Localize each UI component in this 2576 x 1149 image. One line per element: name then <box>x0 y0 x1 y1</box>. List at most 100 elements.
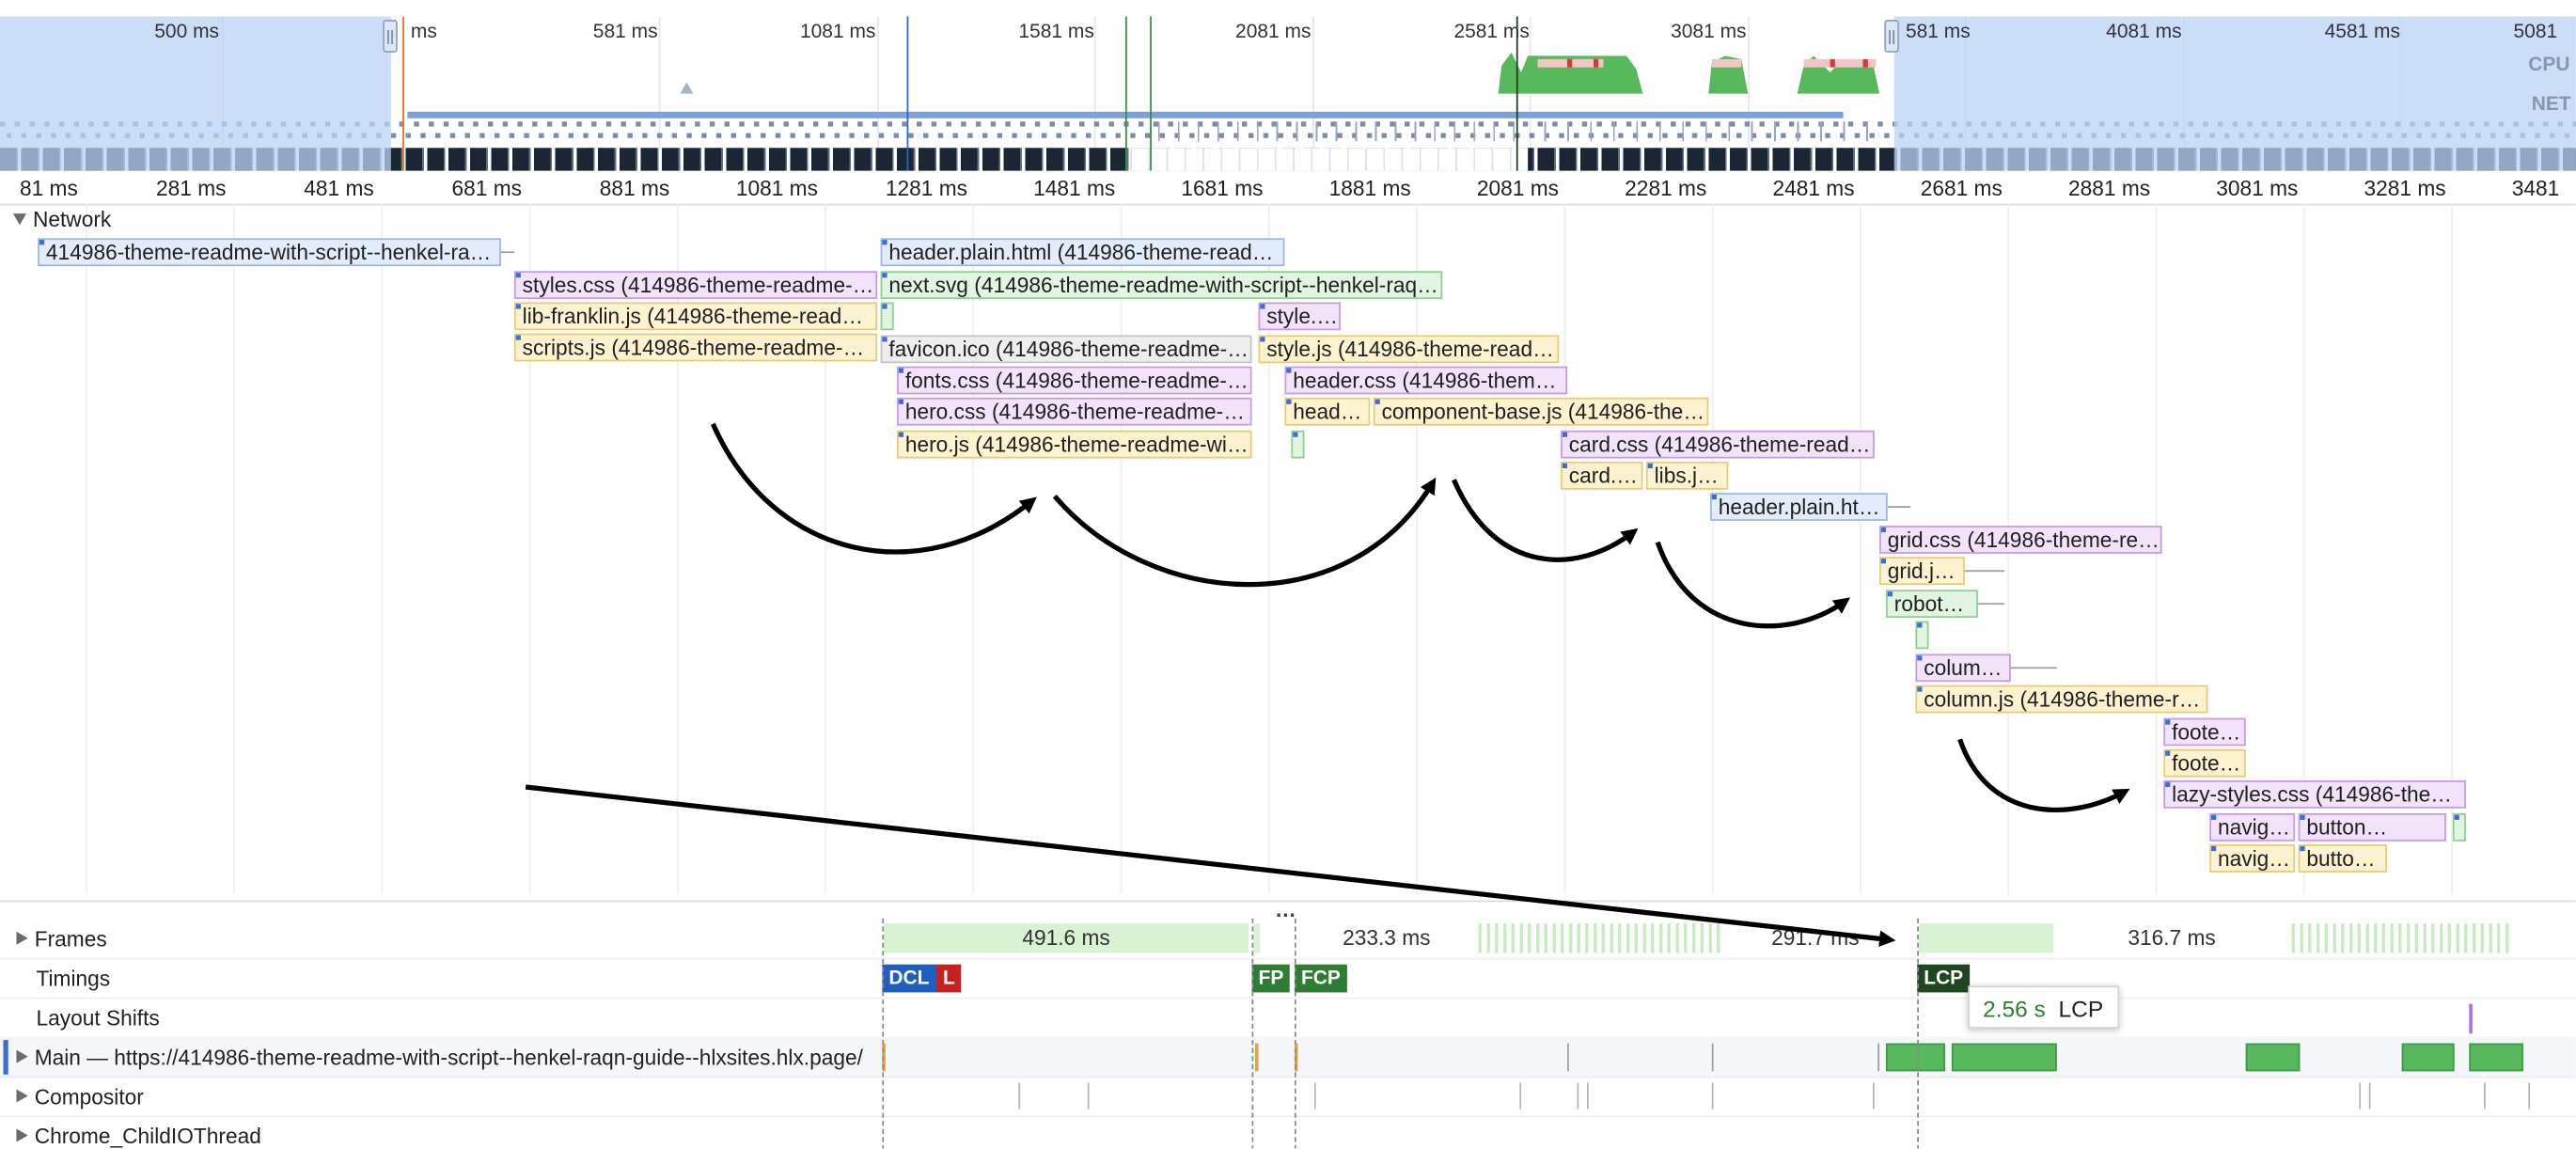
compositor-track[interactable]: Compositor <box>0 1077 2576 1118</box>
childio-track[interactable]: Chrome_ChildIOThread <box>0 1115 2576 1148</box>
frames-track-header[interactable]: Frames <box>16 927 107 952</box>
ruler-tick-label: 2481 ms <box>1772 175 1855 201</box>
lcp-tooltip-time: 2.56 s <box>1983 995 2046 1022</box>
frame-block[interactable] <box>2291 923 2514 953</box>
network-request[interactable]: grid.css (414986-theme-re… <box>1879 526 2162 554</box>
main-task[interactable] <box>1951 1043 2057 1072</box>
timeline-overview[interactable]: 500 ms ms 581 ms 1081 ms 1581 ms 2081 ms… <box>0 16 2576 171</box>
network-request[interactable]: next.svg (414986-theme-readme-with-scrip… <box>880 271 1443 300</box>
fcp-marker[interactable]: FCP <box>1294 964 1347 993</box>
main-task[interactable] <box>2401 1043 2455 1072</box>
network-request[interactable]: libs.j… <box>1645 462 1729 490</box>
compositor-tick <box>1873 1082 1875 1110</box>
timings-track[interactable]: Timings DCL L FP FCP LCP <box>0 958 2576 999</box>
network-request[interactable]: style.… <box>1258 302 1341 331</box>
childio-track-header[interactable]: Chrome_ChildIOThread <box>16 1124 261 1148</box>
network-request[interactable]: button… <box>2298 812 2446 842</box>
ruler-tick-label: 3281 ms <box>2364 175 2446 201</box>
overview-tick-label: 500 ms <box>154 19 220 43</box>
network-request[interactable]: header.css (414986-theme… <box>1284 366 1568 395</box>
expand-triangle-icon[interactable] <box>16 931 28 945</box>
main-thread-track[interactable]: Main — https://414986-theme-readme-with-… <box>0 1036 2576 1078</box>
expand-triangle-icon[interactable] <box>16 1128 28 1142</box>
network-request[interactable]: component-base.js (414986-the… <box>1373 397 1709 426</box>
lcp-tooltip-label: LCP <box>2058 995 2104 1022</box>
overview-gridline <box>1748 16 1750 171</box>
collapse-triangle-icon[interactable] <box>12 213 26 226</box>
network-request[interactable]: foote… <box>2163 717 2246 747</box>
overview-dim-left <box>0 16 391 171</box>
overview-tick-label: 1581 ms <box>1018 19 1094 43</box>
timings-track-label: Timings <box>36 966 111 991</box>
cpu-chart <box>680 52 1880 94</box>
layout-shift-marker[interactable] <box>2469 1003 2473 1034</box>
overview-marker-line <box>1516 16 1518 171</box>
overview-tick-label: 581 ms <box>1905 19 1971 43</box>
network-track-header[interactable]: Network <box>12 207 112 232</box>
network-request[interactable]: favicon.ico (414986-theme-readme-… <box>880 335 1252 364</box>
network-request[interactable]: grid.j… <box>1879 557 1965 586</box>
gridline <box>1563 203 1566 894</box>
lcp-tooltip: 2.56 s LCP <box>1968 985 2120 1029</box>
network-request[interactable]: colum… <box>1915 653 2011 683</box>
load-marker[interactable]: L <box>936 964 962 993</box>
network-request[interactable]: lib-franklin.js (414986-theme-read… <box>513 302 878 331</box>
network-request[interactable]: style.js (414986-theme-read… <box>1258 335 1560 364</box>
gridline <box>528 203 531 894</box>
network-request[interactable]: foote… <box>2163 748 2246 778</box>
fp-marker[interactable]: FP <box>1251 964 1291 993</box>
network-request[interactable]: robot… <box>1886 590 1978 619</box>
ruler-tick-label: 1281 ms <box>885 175 968 201</box>
network-request[interactable]: column.js (414986-theme-re… <box>1915 685 2208 714</box>
network-request[interactable]: card.css (414986-theme-read… <box>1561 430 1875 459</box>
range-handle-left[interactable]: || <box>383 19 398 53</box>
frame-block[interactable]: 316.7 ms <box>2128 924 2216 950</box>
main-task-tick <box>1711 1043 1714 1072</box>
main-task[interactable] <box>1886 1043 1945 1072</box>
frame-block[interactable]: 491.6 ms <box>884 923 1249 953</box>
network-request[interactable] <box>1291 430 1305 459</box>
dcl-marker[interactable]: DCL <box>882 964 936 993</box>
time-ruler[interactable]: 81 ms 281 ms 481 ms 681 ms 881 ms 1081 m… <box>0 170 2576 206</box>
layout-shifts-track[interactable]: Layout Shifts <box>0 998 2576 1039</box>
network-request[interactable] <box>880 302 894 331</box>
network-request[interactable]: navig… <box>2209 812 2296 842</box>
compositor-track-header[interactable]: Compositor <box>16 1084 144 1110</box>
network-request[interactable]: 414986-theme-readme-with-script--henkel-… <box>38 238 501 267</box>
network-request[interactable]: styles.css (414986-theme-readme-… <box>513 271 878 300</box>
overview-tick-label: 4581 ms <box>2324 19 2401 43</box>
compositor-label: Compositor <box>34 1084 144 1110</box>
frame-block[interactable] <box>1253 923 1261 953</box>
frame-block[interactable] <box>1918 923 2054 953</box>
network-request[interactable]: scripts.js (414986-theme-readme-… <box>513 333 878 362</box>
network-request[interactable]: hero.js (414986-theme-readme-wit… <box>897 430 1252 459</box>
range-handle-right[interactable]: || <box>1884 19 1899 53</box>
network-request[interactable]: lazy-styles.css (414986-the… <box>2163 780 2466 809</box>
network-request[interactable]: header.plain.html (414986-theme-readm… <box>880 238 1285 267</box>
frame-block[interactable]: 233.3 ms <box>1343 924 1431 950</box>
expand-triangle-icon[interactable] <box>16 1089 28 1103</box>
frame-block[interactable] <box>1478 923 1725 953</box>
main-task[interactable] <box>2469 1043 2524 1072</box>
network-request[interactable]: fonts.css (414986-theme-readme-… <box>897 366 1252 395</box>
main-thread-track-header[interactable]: Main — https://414986-theme-readme-with-… <box>16 1045 863 1070</box>
ruler-tick-label: 1881 ms <box>1328 175 1411 201</box>
frames-track[interactable]: Frames 491.6 ms 233.3 ms 291.7 ms 316.7 … <box>0 919 2576 960</box>
expand-triangle-icon[interactable] <box>16 1049 28 1063</box>
network-request[interactable]: hero.css (414986-theme-readme-w… <box>897 397 1252 426</box>
frame-block[interactable]: 291.7 ms <box>1771 924 1860 950</box>
network-request[interactable]: butto… <box>2298 844 2387 873</box>
request-whisker <box>2010 667 2057 669</box>
lcp-marker[interactable]: LCP <box>1917 964 1971 993</box>
network-request[interactable]: head… <box>1284 397 1371 426</box>
network-request[interactable]: header.plain.ht… <box>1710 493 1888 521</box>
network-request[interactable] <box>1915 621 1929 650</box>
network-request[interactable] <box>2452 812 2466 842</box>
network-request[interactable]: card.… <box>1561 462 1643 490</box>
overview-dim-right <box>1893 16 2576 171</box>
network-request[interactable]: navig… <box>2209 844 2296 873</box>
network-title: Network <box>32 207 112 232</box>
filmstrip-blank-frames <box>1130 148 1529 171</box>
main-task[interactable] <box>2245 1043 2301 1072</box>
